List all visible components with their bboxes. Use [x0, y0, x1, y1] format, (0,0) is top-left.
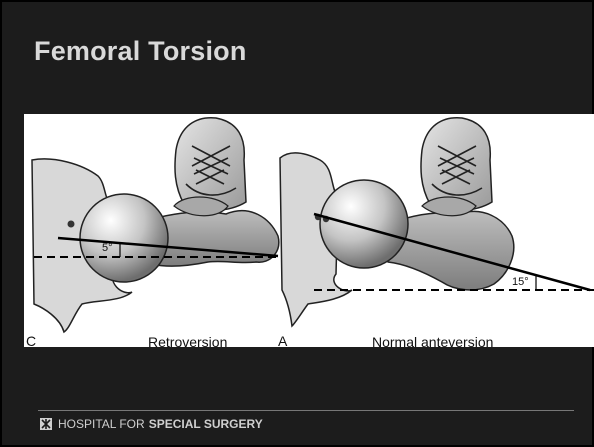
femoral-torsion-figure: 5° C Retroversion [24, 114, 594, 347]
right-panel-caption: Normal anteversion [372, 334, 493, 347]
femoral-torsion-illustration: 5° C Retroversion [24, 114, 594, 347]
left-head-marker [68, 221, 75, 228]
left-shoe-shape [175, 118, 246, 211]
hss-logo-icon [40, 418, 52, 430]
left-panel-caption: Retroversion [148, 334, 227, 347]
right-angle-label: 15° [512, 276, 529, 288]
footer: HOSPITAL FOR SPECIAL SURGERY [40, 417, 263, 431]
right-panel-letter: A [278, 333, 288, 347]
slide-title: Femoral Torsion [34, 36, 247, 67]
right-femoral-head [320, 180, 408, 268]
right-panel-normal-anteversion: 15° A Normal anteversion [278, 118, 594, 347]
left-panel-retroversion: 5° C Retroversion [26, 118, 279, 347]
footer-divider [38, 410, 574, 411]
left-femoral-head [80, 194, 168, 282]
right-shoe-shape [421, 118, 492, 211]
left-angle-label: 5° [102, 242, 113, 254]
footer-org-prefix: HOSPITAL FOR [58, 417, 145, 431]
left-panel-letter: C [26, 333, 36, 347]
footer-org-name: SPECIAL SURGERY [149, 417, 263, 431]
